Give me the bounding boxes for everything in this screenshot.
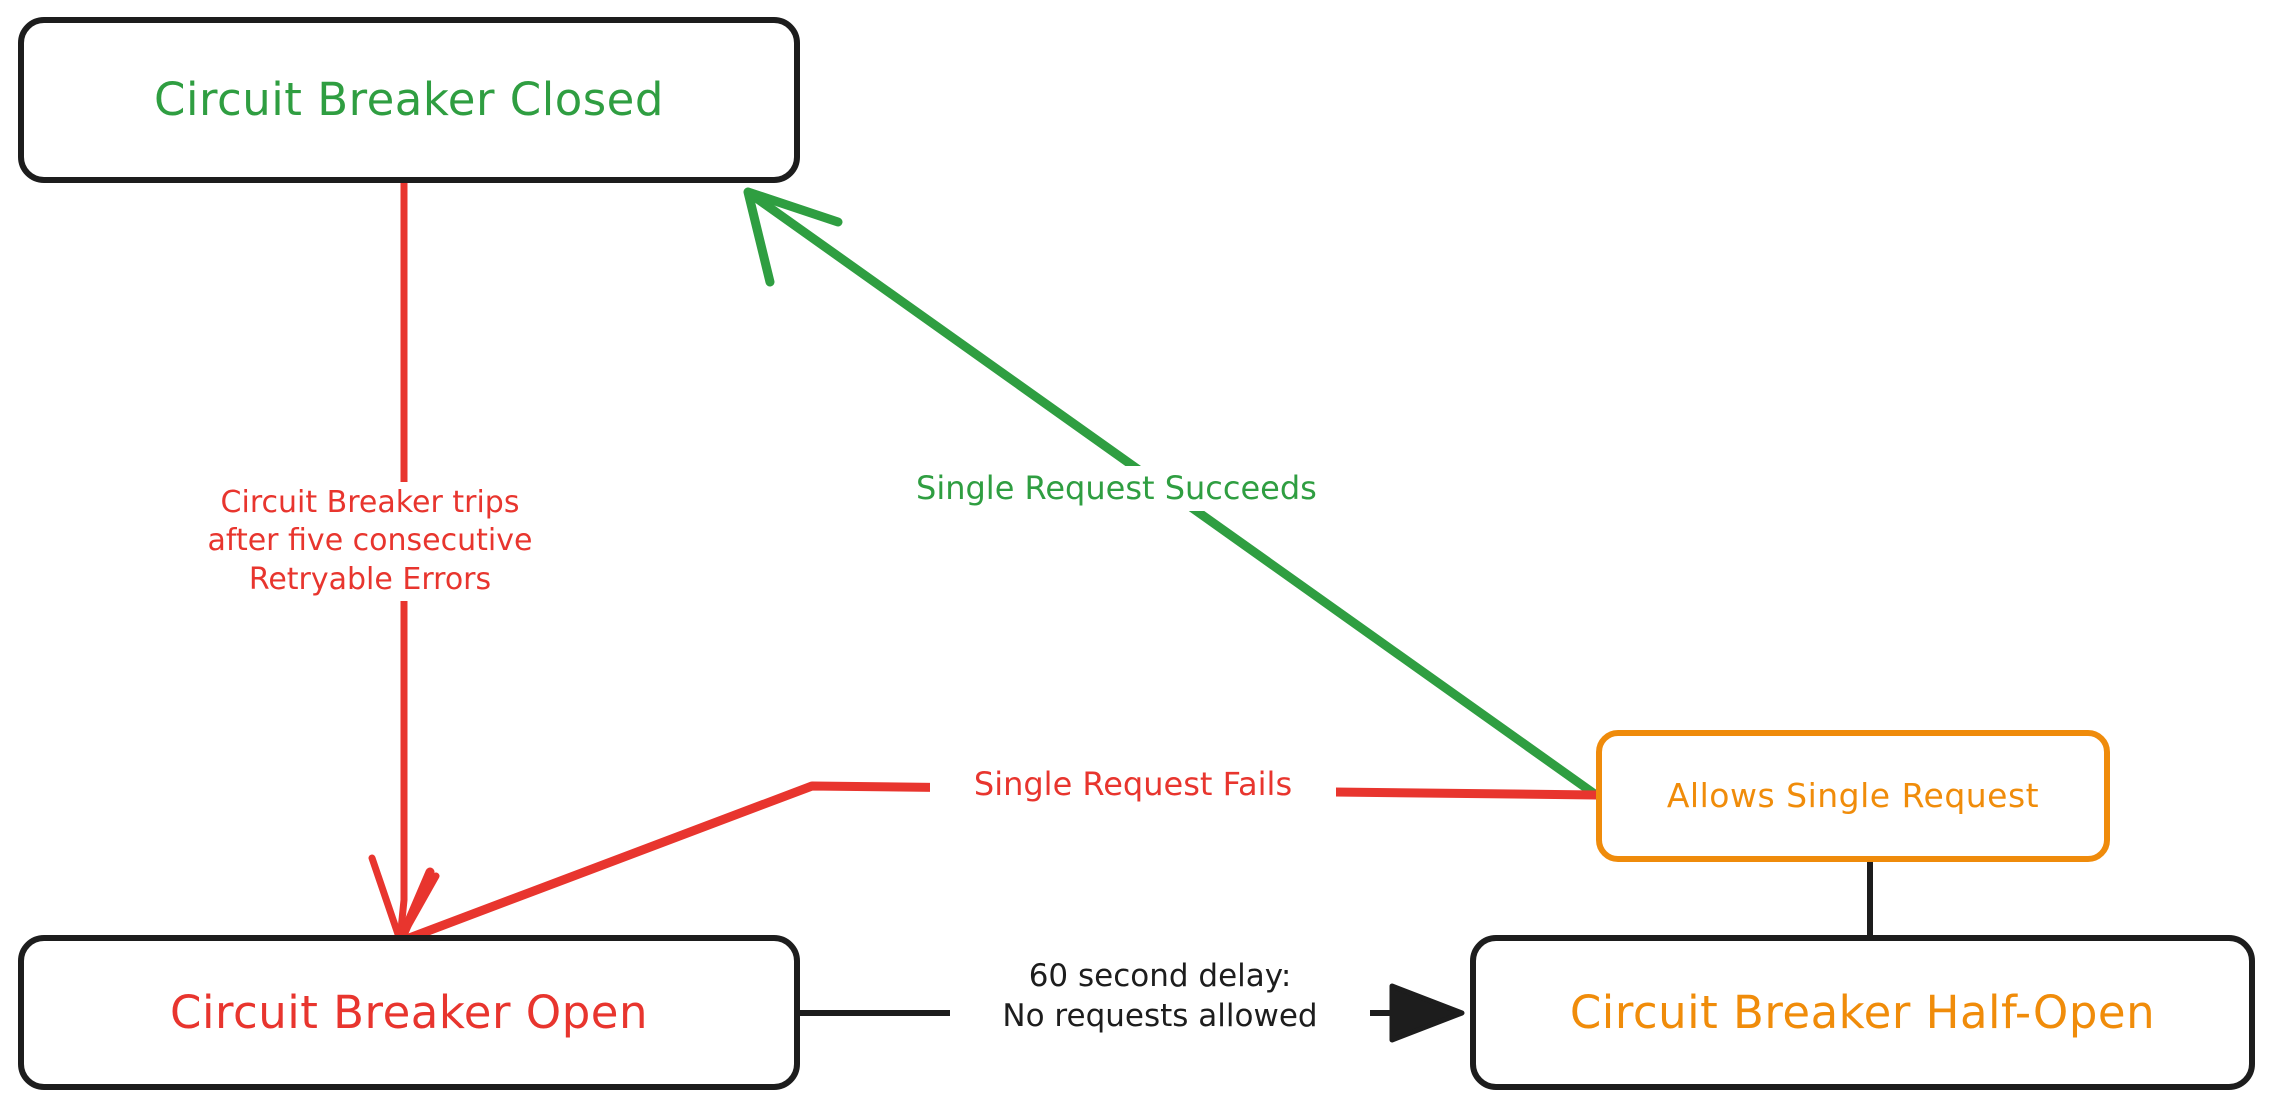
state-node-label: Allows Single Request [1666,776,2040,816]
edge-label-trips: Circuit Breaker trips after five consecu… [170,482,570,602]
edge-label-line: Single Request Fails [973,765,1293,803]
state-node-circuit-breaker-closed[interactable]: Circuit Breaker Closed [18,17,800,183]
edge-label-line: 60 second delay: [1028,958,1292,994]
state-node-label: Circuit Breaker Half-Open [1569,985,2156,1039]
edge-label-line: Single Request Succeeds [916,469,1317,507]
state-node-label: Circuit Breaker Closed [154,73,664,127]
edge-label-delay: 60 second delay: No requests allowed [950,955,1370,1039]
edge-label-succeeds: Single Request Succeeds [908,466,1317,511]
state-node-allows-single-request[interactable]: Allows Single Request [1596,730,2110,862]
state-node-circuit-breaker-half-open[interactable]: Circuit Breaker Half-Open [1470,935,2255,1090]
state-node-circuit-breaker-open[interactable]: Circuit Breaker Open [18,935,800,1090]
edge-label-fails: Single Request Fails [930,762,1336,807]
edge-label-line: Retryable Errors [248,561,492,597]
edge-fails [395,781,1601,947]
edge-label-line: Circuit Breaker trips [220,485,520,520]
state-node-label: Circuit Breaker Open [170,985,648,1039]
edge-label-line: after five consecutive [207,523,533,559]
edge-label-line: No requests allowed [1002,997,1318,1034]
